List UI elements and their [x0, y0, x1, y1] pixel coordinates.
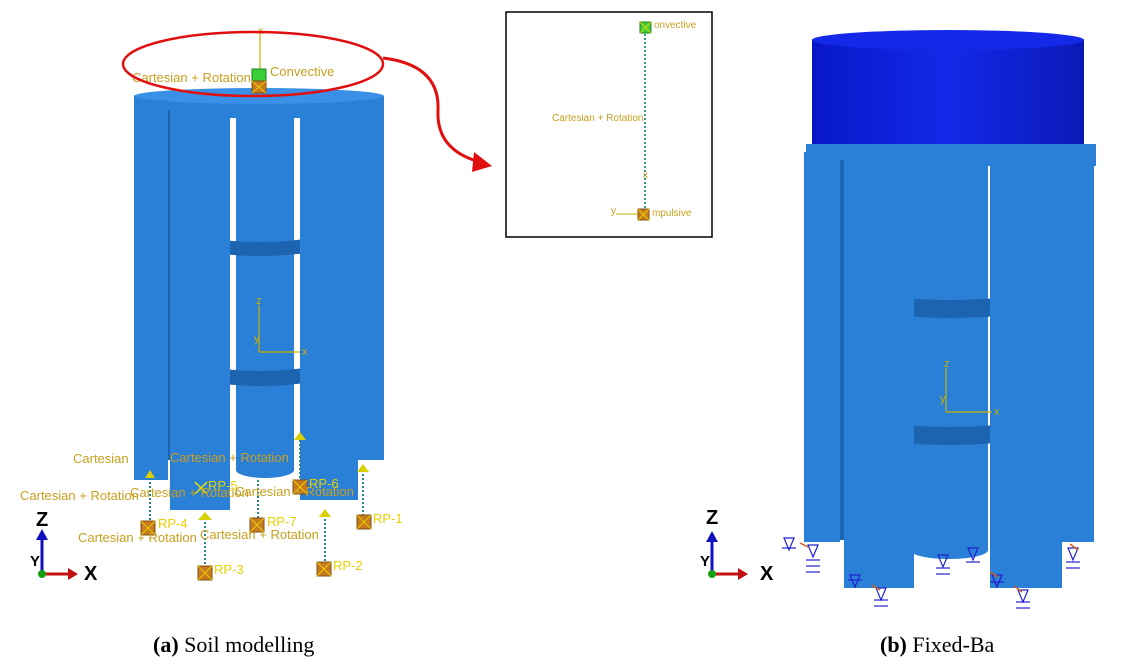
panel-a-top-connector: x: [251, 25, 267, 94]
rp-label-3: RP-3: [214, 562, 244, 577]
panel-a-axis-x-label: x: [302, 346, 308, 358]
connector-label-6: Cartesian + Rotation: [200, 527, 319, 542]
rp-label-4: RP-4: [158, 516, 188, 531]
rp-box-1: [356, 514, 372, 530]
rp-label-6: RP-6: [309, 476, 339, 491]
panel-b-triad-y: Y: [700, 553, 710, 570]
support-6: [990, 574, 1004, 589]
rp-box-3: [197, 565, 213, 581]
panel-b-supports: [782, 537, 1080, 609]
rp-label-7: RP-7: [267, 514, 297, 529]
rp-label-5: RP-5: [208, 478, 238, 493]
panel-b-triad-z: Z: [706, 507, 718, 529]
panel-a-triad-x: X: [84, 563, 98, 585]
panel-b-tank-top: [812, 30, 1084, 50]
panel-a-rp-labels: RP-4 RP-3 RP-7 RP-6 RP-2 RP-1 RP-5: [158, 476, 403, 577]
panel-b-support-marks: [799, 542, 1079, 593]
caption-b-text: Fixed-Ba: [906, 632, 995, 657]
callout-ellipse: [121, 30, 385, 98]
panel-b-axis-z-label: z: [944, 358, 950, 370]
panel-a-model: z x y x Cartesian + Rotation Convective: [121, 25, 492, 510]
panel-b-central-column: [910, 160, 988, 550]
panel-b-triad-x: X: [760, 563, 774, 585]
caption-a-tag: (a): [153, 632, 179, 657]
panel-b-pillar-right: [1062, 152, 1094, 542]
connector-label-1: Cartesian + Rotation: [170, 450, 289, 465]
support-7: [1016, 589, 1030, 609]
panel-a-convective-label: Convective: [270, 64, 334, 79]
support-8: [1066, 547, 1080, 569]
connector-label-5: Cartesian + Rotation: [78, 530, 197, 545]
panel-a-springs: [145, 432, 369, 568]
inset-cartesian-label: Cartesian + Rotation: [552, 113, 643, 124]
support-3: [874, 587, 888, 607]
panel-a-pillar-front-right: [300, 110, 358, 500]
panel-b-pillar-left: [804, 152, 840, 542]
rp-box-7: [249, 517, 265, 533]
panel-b-triad: Z X Y: [700, 507, 774, 585]
caption-a-text: Soil modelling: [178, 632, 315, 657]
panel-a-central-column-base: [236, 462, 294, 478]
caption-b: (b) Fixed-Ba: [880, 632, 994, 658]
panel-a-axis-z-label: z: [256, 295, 262, 307]
inset-impulsive-label: mpulsive: [652, 208, 692, 219]
connector-label-2: Cartesian + Rotation: [20, 488, 139, 503]
panel-a-top-cartesian-label: Cartesian + Rotation: [132, 70, 251, 85]
inset-axis-y: y: [611, 206, 616, 217]
panel-b-axis-y-label: y: [940, 393, 946, 405]
panel-a-rp-boxes: [140, 479, 372, 581]
panel-b-axis-x-label: x: [994, 406, 1000, 418]
panel-a-pillar-right: [358, 100, 384, 460]
rp-label-1: RP-1: [373, 511, 403, 526]
panel-b-central-column-base: [910, 541, 988, 559]
rp-marker-5: [194, 481, 208, 495]
panel-b-model: z x y: [804, 30, 1096, 588]
support-2: [848, 574, 862, 589]
panel-a-triad-z: Z: [36, 509, 48, 531]
support-1: [806, 544, 820, 573]
panel-a-pillar-left: [134, 100, 168, 480]
callout-arrow: [382, 56, 481, 164]
panel-b-local-axes: z x y: [940, 358, 1000, 418]
caption-b-tag: (b): [880, 632, 907, 657]
inset-box: onvective Cartesian + Rotation mpulsive …: [505, 11, 713, 238]
panel-a-axis-y-label: y: [254, 333, 260, 345]
panel-a-central-column: [236, 110, 294, 470]
callout-arrowhead: [472, 152, 492, 172]
rp-box-2: [316, 561, 332, 577]
rp-box-4: [140, 520, 156, 536]
support-9: [782, 537, 796, 552]
panel-b-pillar-front-left: [844, 160, 914, 588]
connector-label-3: Cartesian + Rotation: [130, 485, 249, 500]
panel-a-triad-y: Y: [30, 553, 40, 570]
caption-a: (a) Soil modelling: [153, 632, 314, 658]
panel-a-pillar-front-left: [170, 110, 230, 510]
support-5: [966, 547, 980, 563]
panel-a-triad: Z X Y: [30, 509, 98, 585]
rp-box-6: [292, 479, 308, 495]
connector-label-cartesian: Cartesian: [73, 451, 129, 466]
rp-label-2: RP-2: [333, 558, 363, 573]
panel-a-connector-labels: Cartesian Cartesian + Rotation Cartesian…: [20, 450, 354, 545]
inset-convective-label: onvective: [654, 20, 697, 31]
panel-a-local-axes: z x y: [254, 295, 308, 358]
inset-axis-x: x: [643, 170, 648, 181]
panel-b-pillar-front-right: [990, 160, 1062, 588]
support-4: [936, 554, 950, 575]
connector-label-4: Cartesian + Rotation: [235, 484, 354, 499]
panel-b-tank-body: [812, 40, 1084, 148]
